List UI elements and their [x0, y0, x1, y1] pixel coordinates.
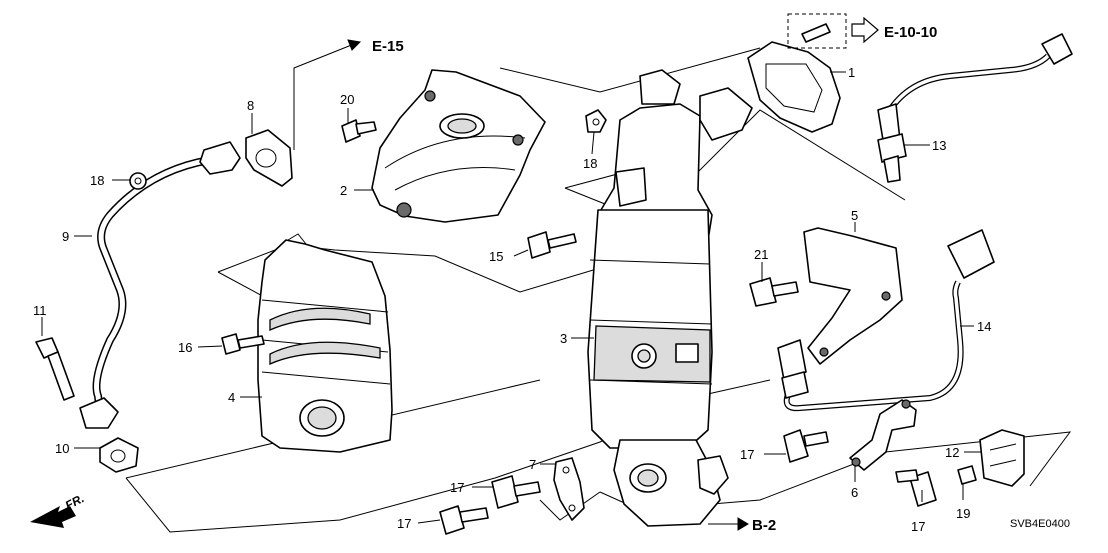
bracket-6[interactable] — [849, 399, 917, 471]
e15-arrow — [293, 39, 362, 150]
callout-13[interactable]: 13 — [932, 138, 946, 153]
bolt-16[interactable] — [221, 333, 265, 355]
reference-box-stud — [787, 13, 847, 49]
callout-14[interactable]: 14 — [977, 319, 991, 334]
catalytic-converter[interactable] — [587, 69, 753, 527]
front-arrow — [30, 506, 76, 528]
nut-18-left[interactable] — [129, 172, 147, 190]
callout-17-lower[interactable]: 17 — [397, 516, 411, 531]
bolt-15[interactable] — [527, 231, 577, 259]
callout-18-left[interactable]: 18 — [90, 173, 104, 188]
oxygen-sensor-14[interactable] — [777, 229, 995, 412]
callout-leaders — [41, 71, 982, 524]
callout-10[interactable]: 10 — [55, 441, 69, 456]
callout-18-right[interactable]: 18 — [583, 156, 597, 171]
bolt-17-right[interactable] — [895, 469, 937, 507]
ref-e10-10-label[interactable]: E-10-10 — [884, 24, 937, 41]
callout-19[interactable]: 19 — [956, 506, 970, 521]
callout-9[interactable]: 9 — [62, 229, 69, 244]
callout-1[interactable]: 1 — [848, 65, 855, 80]
callout-17-right[interactable]: 17 — [911, 519, 925, 534]
callout-5[interactable]: 5 — [851, 208, 858, 223]
callout-16[interactable]: 16 — [178, 340, 192, 355]
callout-4[interactable]: 4 — [228, 390, 235, 405]
oxygen-sensor-13[interactable] — [877, 33, 1073, 183]
e10-10-arrow — [851, 16, 879, 44]
callout-17-middle[interactable]: 17 — [450, 480, 464, 495]
egr-gasket-8[interactable] — [245, 129, 293, 187]
egr-gasket-10[interactable] — [99, 437, 139, 473]
callout-6[interactable]: 6 — [851, 485, 858, 500]
diagram-code: SVB4E0400 — [1010, 518, 1070, 530]
nut-18-right[interactable] — [585, 109, 607, 133]
bracket-12[interactable] — [979, 429, 1025, 487]
callout-11[interactable]: 11 — [33, 303, 47, 318]
callout-17-upper[interactable]: 17 — [740, 447, 754, 462]
callout-3[interactable]: 3 — [560, 331, 567, 346]
b2-arrow — [708, 517, 749, 531]
callout-7[interactable]: 7 — [529, 457, 536, 472]
bolt-21[interactable] — [749, 277, 799, 307]
bolt-17-upper[interactable] — [783, 429, 829, 463]
bolt-11[interactable] — [35, 337, 75, 401]
callout-12[interactable]: 12 — [945, 445, 959, 460]
callout-21[interactable]: 21 — [754, 247, 768, 262]
bolt-19[interactable] — [957, 465, 977, 485]
callout-2[interactable]: 2 — [340, 183, 347, 198]
bolt-20[interactable] — [341, 119, 377, 143]
bracket-5[interactable] — [803, 227, 903, 365]
callout-8[interactable]: 8 — [247, 98, 254, 113]
upper-heat-shield[interactable] — [371, 69, 546, 223]
bracket-7[interactable] — [553, 457, 585, 521]
bolt-17-middle[interactable] — [491, 475, 541, 509]
ref-b2-label[interactable]: B-2 — [752, 517, 776, 534]
manifold-gasket[interactable] — [747, 41, 841, 133]
lower-heat-shield[interactable] — [257, 233, 393, 453]
bolt-17-lower[interactable] — [439, 505, 489, 535]
callout-15[interactable]: 15 — [489, 249, 503, 264]
ref-e15-label[interactable]: E-15 — [372, 38, 404, 55]
callout-20[interactable]: 20 — [340, 92, 354, 107]
